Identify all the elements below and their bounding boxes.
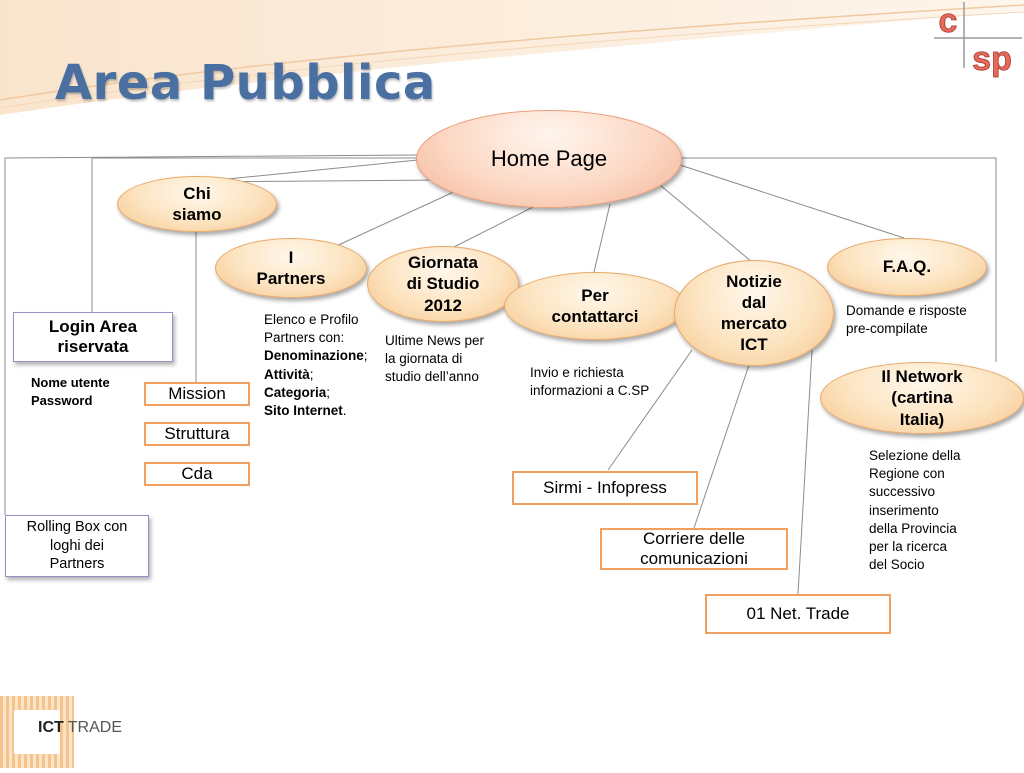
network-note-6: per la ricerca [869, 539, 948, 555]
mission-box[interactable]: Mission [144, 382, 250, 406]
contattarci-label-2: contattarci [551, 307, 639, 326]
svg-text:sp: sp [972, 40, 1012, 78]
svg-text:c: c [939, 2, 958, 40]
partners-note-2: Partners con: [264, 330, 345, 346]
faq-note-1: Domande e risposte [846, 303, 967, 318]
network-label-1: Il Network [881, 367, 963, 387]
partners-label-2: Partners [256, 269, 326, 288]
giornata-note-1: Ultime News per [385, 333, 485, 348]
partners-note-sep-3: ; [326, 384, 331, 400]
contattarci-label-1: Per [581, 285, 609, 305]
cda-box[interactable]: Cda [144, 462, 250, 486]
trade-text: TRADE [67, 719, 123, 736]
network-label-2: (cartina [891, 388, 953, 408]
notizie-label-4: ICT [740, 335, 768, 355]
network-node[interactable]: Il Network (cartina Italia) [820, 362, 1024, 434]
login-label-2: riservata [57, 337, 129, 356]
home-page-node[interactable]: Home Page [416, 110, 682, 208]
rolling-box-label-3: Partners [49, 556, 105, 573]
ict-text: ICT [38, 719, 64, 736]
rolling-box-label-2: loghi dei [49, 537, 104, 554]
chi-siamo-node[interactable]: Chi siamo [117, 176, 277, 232]
network-note-5: della Provincia [869, 520, 957, 536]
mission-label: Mission [168, 383, 226, 403]
faq-node[interactable]: F.A.Q. [827, 238, 987, 296]
network-note-4: inserimento [869, 502, 939, 518]
network-note-7: del Socio [869, 557, 925, 573]
rolling-box-label-1: Rolling Box con [26, 518, 128, 535]
partners-note-attivita: Attività [264, 366, 310, 382]
news-source-01net[interactable]: 01 Net. Trade [705, 594, 891, 634]
ict-trade-logo-graphic [0, 696, 74, 768]
login-note-1: Nome utente [31, 375, 110, 390]
news-source-corriere[interactable]: Corriere delle comunicazioni [600, 528, 788, 570]
partners-node[interactable]: I Partners [215, 238, 367, 298]
faq-note: Domande e risposte pre-compilate [846, 302, 967, 338]
csp-logo: c sp [934, 2, 1022, 78]
contattarci-note: Invio e richiesta informazioni a C.SP [530, 364, 649, 400]
partners-note-categoria: Categoria [264, 384, 327, 400]
contattarci-note-1: Invio e richiesta [530, 365, 624, 380]
giornata-studio-node[interactable]: Giornata di Studio 2012 [367, 246, 519, 322]
notizie-label-2: dal [741, 292, 767, 312]
partners-note-sep-4: . [342, 403, 347, 419]
giornata-note-2: la giornata di [385, 351, 463, 367]
network-note-3: successivo [869, 484, 936, 500]
login-note: Nome utente Password [31, 374, 110, 410]
giornata-label-2: di Studio [406, 274, 480, 294]
giornata-note: Ultime News per la giornata di studio de… [385, 332, 484, 387]
contattarci-note-2: informazioni a C.SP [530, 383, 650, 399]
01net-label: 01 Net. Trade [746, 603, 850, 623]
giornata-label-3: 2012 [424, 295, 462, 315]
notizie-label-3: mercato [720, 314, 788, 333]
partners-note-sep-2: ; [309, 366, 314, 382]
page-title: Area Pubblica [55, 55, 436, 111]
login-label-1: Login Area [48, 316, 138, 336]
partners-note-sito: Sito Internet [264, 403, 343, 419]
network-note-1: Selezione della [869, 448, 961, 463]
cda-label: Cda [181, 463, 213, 483]
network-note-2: Regione con [869, 466, 945, 482]
partners-note-sep-1: ; [363, 348, 368, 364]
header-swoosh [0, 0, 1024, 115]
network-note: Selezione della Regione con successivo i… [869, 447, 961, 575]
faq-note-2: pre-compilate [846, 321, 928, 337]
partners-note-denominazione: Denominazione [264, 348, 364, 364]
giornata-label-1: Giornata [408, 253, 478, 273]
login-area-box[interactable]: Login Area riservata [13, 312, 173, 362]
notizie-label-1: Notizie [726, 271, 782, 291]
home-page-label: Home Page [490, 146, 608, 172]
chi-siamo-label-2: siamo [172, 205, 222, 224]
corriere-label: Corriere delle comunicazioni [640, 528, 748, 568]
chi-siamo-label-1: Chi [183, 183, 211, 203]
giornata-note-3: studio dell’anno [385, 369, 479, 385]
partners-note-1: Elenco e Profilo [264, 312, 359, 327]
network-label-3: Italia) [899, 409, 945, 429]
partners-note: Elenco e Profilo Partners con: Denominaz… [264, 311, 368, 420]
partners-label-1: I [288, 247, 294, 267]
struttura-box[interactable]: Struttura [144, 422, 250, 446]
rolling-box[interactable]: Rolling Box con loghi dei Partners [5, 515, 149, 577]
faq-label: F.A.Q. [882, 257, 932, 277]
struttura-label: Struttura [164, 423, 230, 443]
news-source-sirmi[interactable]: Sirmi - Infopress [512, 471, 698, 505]
login-note-2: Password [31, 393, 93, 409]
sirmi-label: Sirmi - Infopress [543, 477, 667, 497]
notizie-node[interactable]: Notizie dal mercato ICT [674, 260, 834, 366]
contattarci-node[interactable]: Per contattarci [504, 272, 686, 340]
